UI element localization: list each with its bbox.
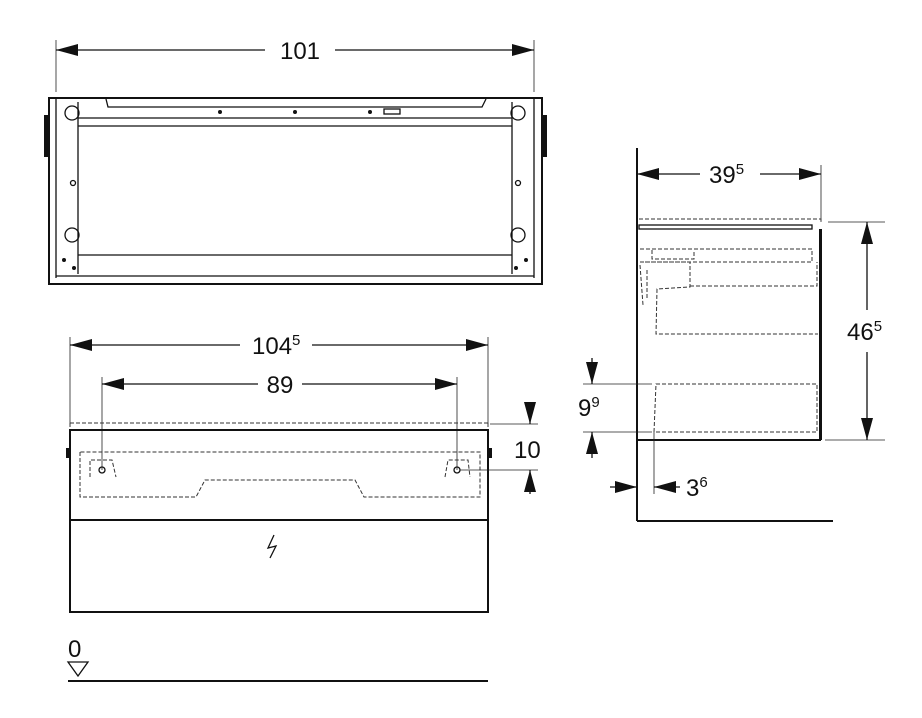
level-triangle-icon xyxy=(66,661,90,678)
dim-wall-offset: 36 xyxy=(686,474,708,502)
electric-icon xyxy=(266,534,278,559)
dim-mount-spacing: 89 xyxy=(267,372,294,399)
dim-depth: 395 xyxy=(709,161,744,189)
dim-floor-level: 0 xyxy=(68,636,81,663)
cabinet-top-outline xyxy=(48,97,543,285)
front-view: 1045 89 10 0 xyxy=(66,332,541,682)
top-view: 101 xyxy=(44,38,547,285)
dim-front-width: 1045 xyxy=(252,332,300,360)
dim-top-width: 101 xyxy=(280,38,320,65)
dim-drawer-gap: 99 xyxy=(578,394,600,422)
side-view: 395 465 99 36 xyxy=(578,148,885,522)
dim-mount-height: 10 xyxy=(514,437,541,464)
dim-height: 465 xyxy=(847,318,882,346)
